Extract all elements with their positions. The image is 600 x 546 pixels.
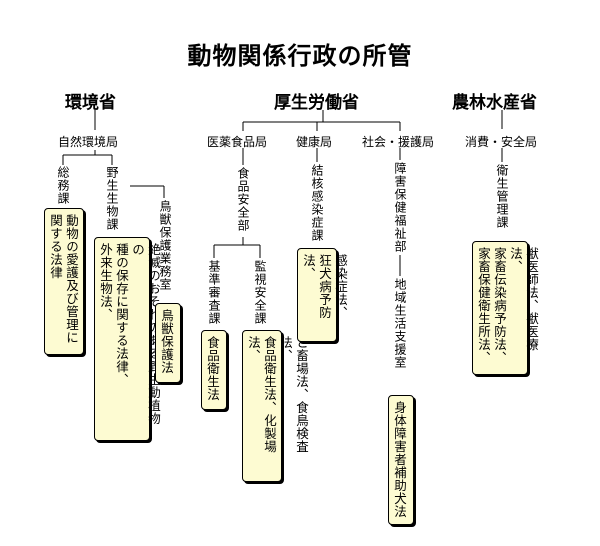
- mhlw-bureau-kenko: 健康局: [296, 135, 333, 149]
- law-box-kekkaku: 感染症法、 狂犬病予防法、: [297, 248, 348, 342]
- ministry-maff-name: 農林水産省: [452, 93, 537, 113]
- maff-bureau-name: 消費・安全局: [465, 135, 538, 149]
- env-division-yasei: 野生生物課: [105, 166, 119, 231]
- law-text-yasei: 絶滅のおそれのある野生動植物の 種の保存に関する法律、 外来生物法、: [98, 243, 161, 425]
- law-box-kanshi: と畜場法、食鳥検査法、 食品衛生法、化製場法、: [242, 330, 309, 482]
- mhlw-division-kijun: 基準審査課: [207, 260, 221, 325]
- law-box-kijun: 食品衛生法: [201, 330, 227, 410]
- mhlw-dept-shokuhin: 食品安全部: [236, 167, 250, 232]
- mhlw-division-kanshi: 監視安全課: [253, 260, 267, 325]
- mhlw-dept-shogai: 障害保健福祉部: [393, 162, 407, 253]
- law-text-chouju: 鳥獣保護法: [159, 309, 174, 374]
- law-text-kekkaku: 感染症法、 狂犬病予防法、: [301, 254, 348, 319]
- law-text-kanshi: と畜場法、食鳥検査法、 食品衛生法、化製場法、: [246, 336, 309, 453]
- mhlw-bureau-iyaku: 医薬食品局: [207, 135, 268, 149]
- law-text-somu: 動物の愛護及び管理に 関する法律: [48, 214, 79, 344]
- env-bureau-name: 自然環境局: [58, 135, 119, 149]
- ministry-mhlw-name: 厚生労働省: [274, 93, 359, 113]
- law-box-eisei: 獣医師法、獣医療法、 家畜伝染病予防法、 家畜保健衛生所法、: [472, 241, 539, 375]
- law-box-somu: 動物の愛護及び管理に 関する法律: [44, 208, 84, 355]
- mhlw-division-kekkaku: 結核感染症課: [310, 164, 324, 242]
- mhlw-division-chiiki: 地域生活支援室: [393, 278, 407, 369]
- law-box-chouju: 鳥獣保護法: [155, 303, 181, 383]
- law-text-hojoken: 身体障害者補助犬法: [392, 401, 407, 518]
- law-text-eisei: 獣医師法、獣医療法、 家畜伝染病予防法、 家畜保健衛生所法、: [476, 247, 539, 364]
- env-division-somu: 総務課: [56, 166, 70, 205]
- law-box-yasei: 絶滅のおそれのある野生動植物の 種の保存に関する法律、 外来生物法、: [94, 237, 161, 441]
- env-division-chouju: 鳥獣保護業務室: [158, 200, 172, 291]
- ministry-env-name: 環境省: [65, 93, 116, 113]
- law-box-hojoken: 身体障害者補助犬法: [388, 395, 414, 525]
- page-title: 動物関係行政の所管: [187, 42, 413, 70]
- maff-division-eisei: 衛生管理課: [495, 164, 509, 229]
- law-text-kijun: 食品衛生法: [205, 336, 220, 401]
- mhlw-bureau-shakai: 社会・援護局: [362, 135, 435, 149]
